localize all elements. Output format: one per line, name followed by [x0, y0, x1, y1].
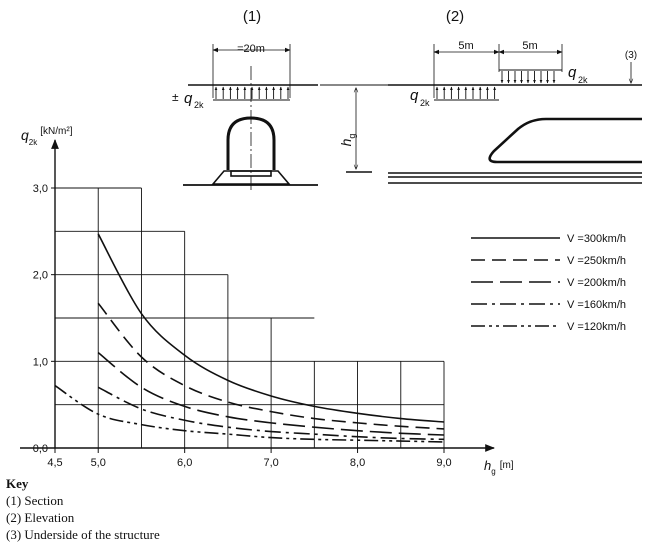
x-tick-label: 7,0	[263, 457, 278, 469]
section-load-arrows	[214, 86, 290, 99]
dim-5m-a-label: 5m	[458, 40, 473, 52]
elevation-pressure-arrows	[500, 71, 556, 84]
key-item-underside: (3) Underside of the structure	[6, 527, 160, 542]
series-line-3	[97, 352, 445, 436]
legend-label: V =160km/h	[567, 299, 626, 311]
chart: 4,5 5,0 6,0 7,0 8,0 9,0 0,0 1,0 2,0 3,0 V =300km/…	[20, 126, 626, 476]
hg-symbol-h: h	[338, 138, 354, 146]
chart-series	[54, 233, 445, 443]
key-item-section: (1) Section	[6, 493, 64, 508]
y-axis-label: q2k[kN/m²]	[21, 126, 73, 147]
key: Key (1) Section (2) Elevation (3) Unders…	[6, 475, 160, 543]
y-axis-unit: [kN/m²]	[40, 126, 72, 137]
legend-label: V =250km/h	[567, 255, 626, 267]
key-title: Key	[6, 476, 29, 491]
hg-dimension: hg	[320, 84, 390, 173]
train-section	[226, 116, 276, 170]
y-tick-label: 1,0	[33, 356, 48, 368]
series-line-1	[97, 233, 445, 423]
elevation-label: (2)	[446, 8, 464, 25]
chart-legend: V =300km/h V =250km/h V =200km/h V =160km/h…	[471, 233, 626, 333]
chart-axes	[20, 139, 495, 452]
key-item-elevation: (2) Elevation	[6, 510, 75, 525]
train-elevation	[488, 117, 642, 164]
series-line-4	[97, 386, 445, 441]
x-axis-label: hg [m]	[484, 458, 514, 476]
y-tick-label: 0,0	[33, 443, 48, 455]
y-tick-label: 2,0	[33, 270, 48, 282]
x-tick-label: 9,0	[436, 457, 451, 469]
section-drawing: (1) =20m ± q 2k	[172, 8, 318, 190]
elevation-q-symbol-b: q	[568, 64, 577, 81]
elevation-drawing: (2) 5m 5m q 2k q 2k (3)	[388, 8, 642, 184]
y-axis-subscript: 2k	[29, 138, 38, 147]
series-line-2	[97, 302, 445, 430]
series-line-5	[54, 384, 445, 443]
section-label: (1)	[243, 8, 261, 25]
x-axis-unit: [m]	[500, 460, 514, 471]
underside-label: (3)	[625, 50, 637, 61]
dim-20m-label: =20m	[237, 43, 265, 55]
y-tick-label: 3,0	[33, 183, 48, 195]
dim-5m-b-label: 5m	[522, 40, 537, 52]
legend-label: V =200km/h	[567, 277, 626, 289]
x-tick-label: 5,0	[91, 457, 106, 469]
hg-symbol-g: g	[347, 134, 357, 139]
hg-symbol: hg	[338, 134, 357, 147]
pm-symbol: ±	[172, 90, 179, 104]
elevation-q-subscript-b: 2k	[578, 75, 588, 85]
legend-label: V =300km/h	[567, 233, 626, 245]
x-axis-subscript: g	[491, 467, 495, 476]
section-q-symbol: q	[184, 90, 193, 107]
chart-ticks: 4,5 5,0 6,0 7,0 8,0 9,0 0,0 1,0 2,0 3,0	[33, 183, 452, 469]
x-axis-symbol: h	[484, 458, 491, 473]
elevation-q-subscript-a: 2k	[420, 98, 430, 108]
x-tick-label: 8,0	[350, 457, 365, 469]
section-q-subscript: 2k	[194, 100, 204, 110]
elevation-q-symbol-a: q	[410, 87, 419, 104]
legend-label: V =120km/h	[567, 321, 626, 333]
x-tick-label: 6,0	[177, 457, 192, 469]
y-axis-symbol: q	[21, 127, 29, 143]
elevation-suction-arrows	[435, 86, 497, 99]
chart-grid	[55, 187, 445, 448]
x-tick-label: 4,5	[47, 457, 62, 469]
